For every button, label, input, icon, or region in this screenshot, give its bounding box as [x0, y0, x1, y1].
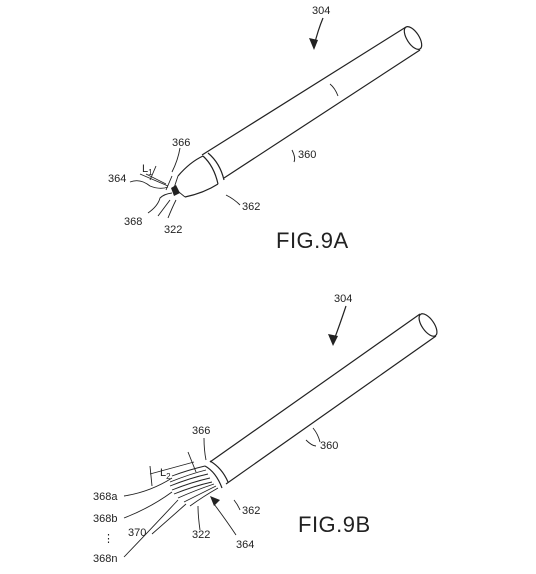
arrow-304-9b: [328, 305, 347, 346]
label-360-9a: 360: [298, 149, 316, 161]
label-366-9a: 366: [172, 137, 190, 149]
fiber-leaders-9b: [123, 437, 317, 558]
label-370: 370: [128, 527, 146, 539]
label-304-9b: 304: [334, 293, 352, 305]
label-366-9b: 366: [192, 425, 210, 437]
label-368a: 368a: [93, 491, 118, 503]
figure-9a: 304 360 362 364 366 368 322 L1 FIG.9A: [108, 5, 423, 253]
dimension-l1: [145, 165, 173, 191]
label-362-9b: 362: [242, 505, 260, 517]
label-360-9b: 360: [320, 440, 338, 452]
dimension-l2: [149, 451, 197, 487]
ring-collar-9a: [202, 152, 225, 185]
label-304-9a: 304: [312, 5, 330, 17]
label-l2: L2: [160, 467, 171, 481]
fiber-leaders-9a: [129, 147, 296, 219]
tip-taper-9a: [171, 155, 219, 198]
fiber-bundle-9b: [169, 465, 219, 507]
figure-title-9b: FIG.9B: [298, 512, 371, 537]
label-l1: L1: [142, 163, 153, 177]
label-368n: 368n: [93, 553, 117, 565]
label-368-9a: 368: [124, 216, 142, 228]
label-322-9a: 322: [164, 224, 182, 236]
shaft-tube-9a: [201, 26, 423, 179]
label-364-9a: 364: [108, 173, 126, 185]
label-322-9b: 322: [192, 529, 210, 541]
label-fiber-ellipsis: ⋮: [103, 533, 114, 545]
figure-title-9a: FIG.9A: [276, 228, 349, 253]
ring-collar-9b: [204, 460, 229, 489]
shaft-tube-9b: [209, 313, 438, 485]
figure-9b: 304 360 362 364 366 368a 368b ⋮ 368n 370…: [93, 293, 438, 565]
arrow-304-9a: [309, 17, 324, 50]
label-364-9b: 364: [236, 539, 254, 551]
label-368b: 368b: [93, 513, 117, 525]
label-362-9a: 362: [242, 201, 260, 213]
